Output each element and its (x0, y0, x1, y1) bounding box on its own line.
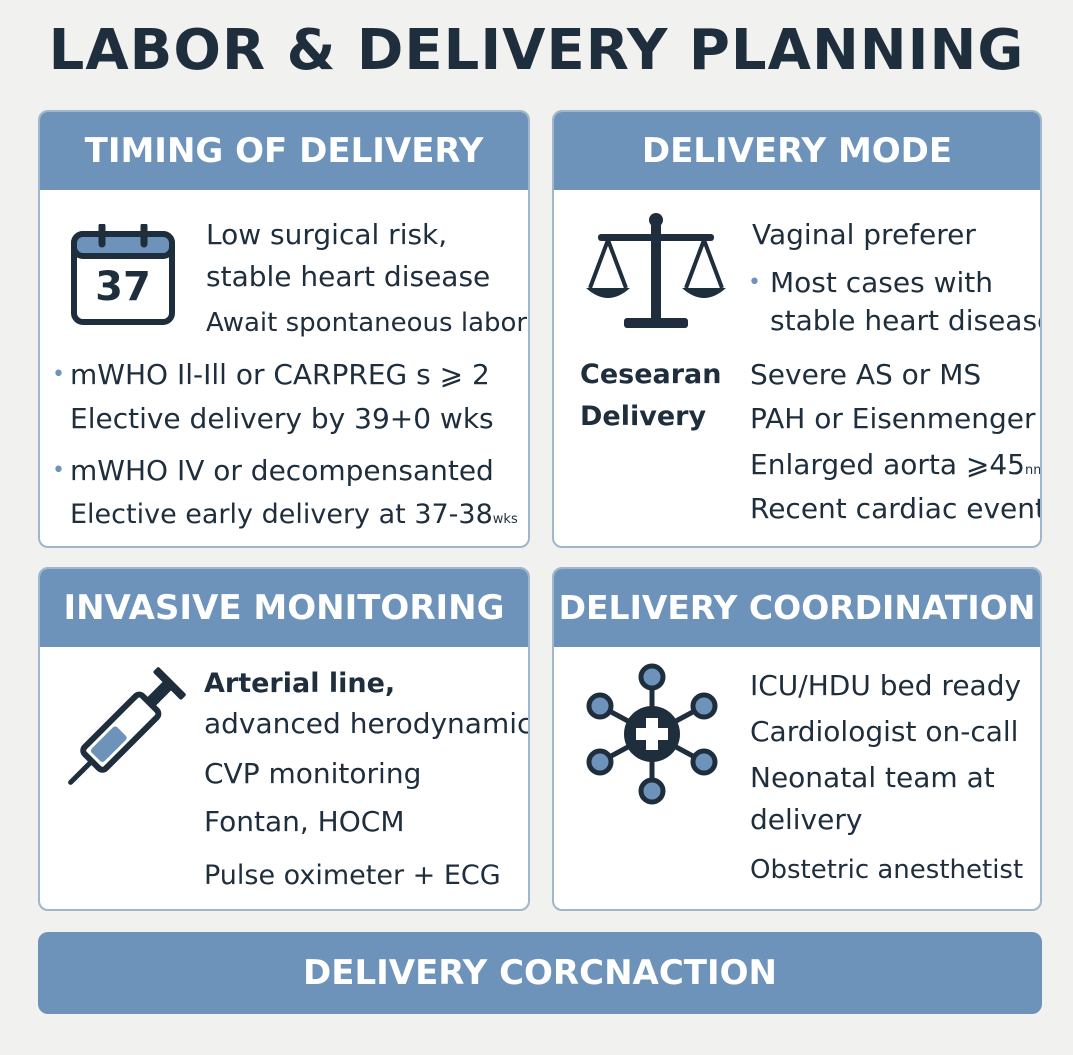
cesarean-indication-1: Severe AS or MS (750, 358, 982, 391)
cesarean-indication-3: Enlarged aorta ⩾45nm (750, 448, 1040, 481)
mode-bullet-line-b: stable heart disease (770, 304, 1042, 337)
bottom-banner: DELIVERY CORCNACTION (38, 932, 1042, 1014)
cesarean-indication-2: PAH or Eisenmenger (750, 402, 1036, 435)
cesarean-indication-4: Recent cardiac event (750, 492, 1042, 525)
coordination-line-2: Cardiologist on-call (750, 715, 1019, 748)
cesarean-label-line-b: Delivery (580, 401, 707, 432)
monitoring-line-4: Fontan, HOCM (204, 805, 405, 838)
balance-scale-icon (584, 210, 728, 334)
cesarean-label-line-a: Cesearan (580, 359, 722, 390)
calendar-number: 37 (95, 264, 151, 310)
timing-bullet-1-line-a: mWHO Il-Ill or CARPREG s ⩾ 2 (70, 358, 490, 391)
timing-bullet-2-line-a: mWHO IV or decompensanted (70, 454, 494, 487)
monitoring-line-5: Pulse oximeter + ECG (204, 860, 501, 891)
mode-vaginal: Vaginal preferer (752, 218, 976, 251)
coordination-line-3: Neonatal team at (750, 761, 995, 794)
timing-line-3: Await spontaneous labor (206, 308, 528, 338)
monitoring-line-2: advanced herodynamics (204, 707, 530, 740)
delivery-coordination-panel: DELIVERY COORDINATION I (552, 567, 1042, 911)
delivery-mode-panel: DELIVERY MODE Vaginal preferer • Most ca… (552, 110, 1042, 548)
page-title: LABOR & DELIVERY PLANNING (48, 18, 1025, 83)
bullet-dot: • (748, 270, 761, 295)
timing-line-1: Low surgical risk, (206, 218, 448, 251)
mode-panel-header: DELIVERY MODE (554, 112, 1040, 190)
coordination-line-5: Obstetric anesthetist (750, 855, 1024, 885)
coordination-line-4: delivery (750, 803, 863, 836)
timing-bullet-2-line-b: Elective early delivery at 37-38wks (70, 499, 518, 530)
invasive-monitoring-panel: INVASIVE MONITORING Arterial line, advan… (38, 567, 530, 911)
coordination-panel-header: DELIVERY COORDINATION (554, 569, 1040, 647)
syringe-icon (60, 665, 200, 785)
timing-of-delivery-panel: TIMING OF DELIVERY 37 Low surgical risk,… (38, 110, 530, 548)
monitoring-line-3: CVP monitoring (204, 757, 422, 790)
bullet-dot: • (52, 458, 65, 483)
calendar-icon: 37 (70, 222, 176, 326)
monitoring-panel-header: INVASIVE MONITORING (40, 569, 528, 647)
bullet-dot: • (52, 362, 65, 387)
timing-panel-header: TIMING OF DELIVERY (40, 112, 528, 190)
monitoring-line-1: Arterial line, (204, 668, 396, 699)
timing-bullet-1-line-b: Elective delivery by 39+0 wks (70, 402, 494, 435)
coordination-line-1: ICU/HDU bed ready (750, 669, 1022, 702)
mode-bullet-line-a: Most cases with (770, 266, 994, 299)
timing-line-2: stable heart disease (206, 260, 491, 293)
network-medical-icon (582, 661, 722, 807)
